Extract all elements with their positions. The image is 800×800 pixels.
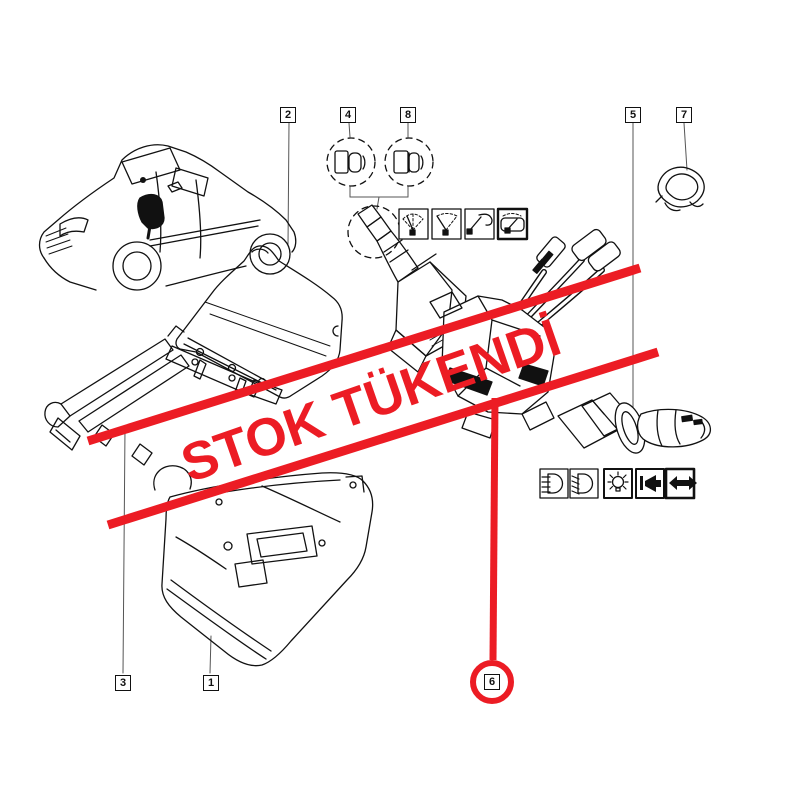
horn-icon [635,468,665,499]
callout-2: 2 [280,107,296,123]
light-icon-strip [539,467,697,500]
car-illustration [38,144,297,291]
strike-line-bottom [106,347,660,530]
ring-bracket-part [655,166,705,212]
switch-knob-detail-circles [326,137,434,187]
callout-6: 6 [484,674,500,690]
callout-4: 4 [340,107,356,123]
highlight-leader-line [489,397,499,661]
lower-shroud-part [153,465,374,667]
upper-shroud-part [175,245,343,399]
light-stalk-part [557,392,712,454]
wiper-park-icon [464,208,495,240]
callout-8: 8 [400,107,416,123]
wiper-single-speed-icon [431,208,462,240]
high-beam-icon [539,468,569,499]
sidelight-bulb-icon [603,468,633,499]
wiper-icon-strip [398,207,529,241]
wiper-intermittent-icon [398,208,429,240]
dipped-beam-icon [569,468,599,499]
callout-7: 7 [676,107,692,123]
lane-double-arrow-icon [664,467,697,500]
strike-line-top [86,263,642,446]
callout-3: 3 [115,675,131,691]
callout-1: 1 [203,675,219,691]
callout-5: 5 [625,107,641,123]
windscreen-wash-wipe-icon [496,207,529,241]
